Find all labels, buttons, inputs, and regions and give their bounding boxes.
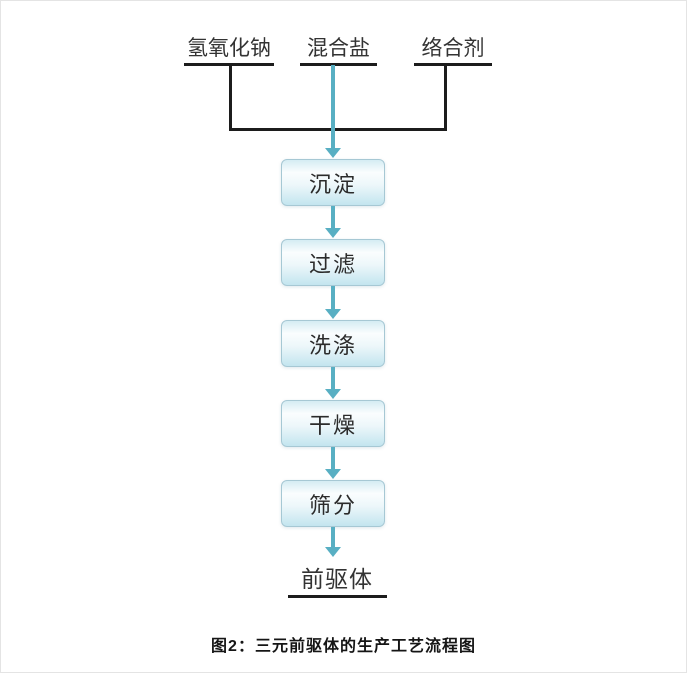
arrow-down-icon [325, 286, 341, 319]
output-label-precursor: 前驱体 [301, 566, 373, 592]
connector-line-left-vertical [229, 65, 232, 131]
figure-caption: 图2：三元前驱体的生产工艺流程图 [211, 638, 476, 655]
arrow-down-icon [325, 65, 341, 158]
arrow-head [325, 469, 341, 479]
arrow-head [325, 309, 341, 319]
arrow-shaft [331, 367, 335, 390]
arrow-down-icon [325, 367, 341, 399]
connector-line-right-vertical [444, 65, 447, 131]
arrow-down-icon [325, 447, 341, 479]
arrow-head [325, 148, 341, 158]
step-box-sieving: 筛分 [281, 480, 385, 527]
arrow-down-icon [325, 527, 341, 557]
output-underline [288, 595, 387, 598]
step-box-filtration: 过滤 [281, 239, 385, 286]
arrow-head [325, 228, 341, 238]
arrow-down-icon [325, 206, 341, 238]
arrow-head [325, 389, 341, 399]
arrow-shaft [331, 65, 335, 149]
arrow-shaft [331, 447, 335, 470]
input-label-sodium-hydroxide: 氢氧化钠 [184, 35, 274, 66]
input-label-mixed-salt: 混合盐 [300, 35, 377, 66]
arrow-shaft [331, 527, 335, 548]
step-box-washing: 洗涤 [281, 320, 385, 367]
step-box-drying: 干燥 [281, 400, 385, 447]
arrow-head [325, 547, 341, 557]
step-box-precipitation: 沉淀 [281, 159, 385, 206]
input-label-complexing-agent: 络合剂 [414, 35, 492, 66]
arrow-shaft [331, 206, 335, 229]
connector-line-merge-horizontal [229, 128, 447, 131]
arrow-shaft [331, 286, 335, 310]
